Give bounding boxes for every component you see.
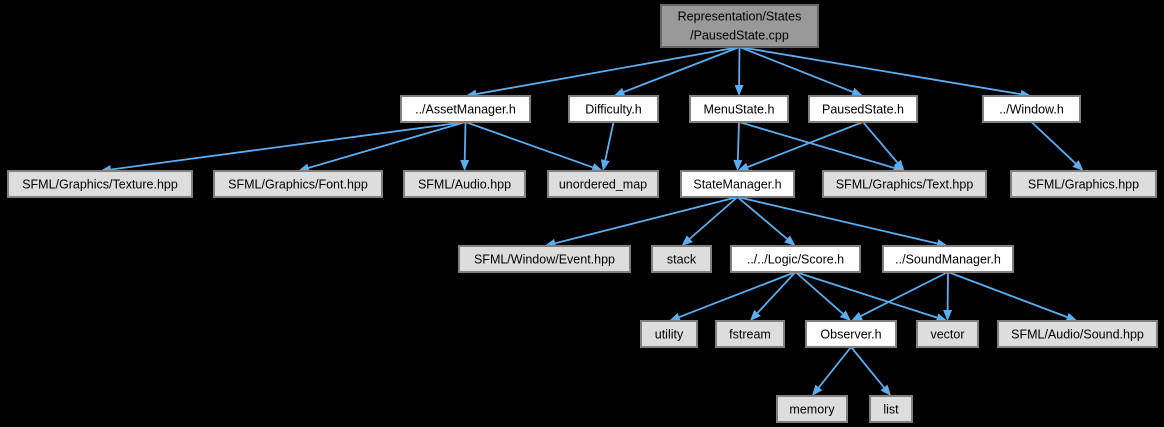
graph-node-graphics[interactable]: SFML/Graphics.hpp <box>1010 170 1157 198</box>
graph-node-texture[interactable]: SFML/Graphics/Texture.hpp <box>7 170 193 198</box>
node-box <box>568 95 659 123</box>
graph-node-vector[interactable]: vector <box>916 320 979 348</box>
node-box <box>805 320 897 348</box>
node-box <box>730 245 861 273</box>
graph-edge <box>460 121 470 171</box>
node-box <box>680 170 795 198</box>
graph-node-soundmanager[interactable]: ../SoundManager.h <box>882 245 1014 273</box>
graph-node-score[interactable]: ../../Logic/Score.h <box>730 245 861 273</box>
graph-node-statemanager[interactable]: StateManager.h <box>680 170 795 198</box>
node-box <box>869 395 913 423</box>
node-box <box>808 95 918 123</box>
graph-edges <box>100 46 1084 396</box>
node-box <box>822 170 987 198</box>
graph-edge <box>669 271 796 322</box>
graph-node-fstream[interactable]: fstream <box>715 320 785 348</box>
graph-node-list[interactable]: list <box>869 395 913 423</box>
node-box <box>403 170 526 198</box>
graph-nodes: Representation/States/PausedState.cpp ../… <box>7 4 1158 423</box>
node-box <box>776 395 848 423</box>
graph-edge <box>739 46 863 97</box>
node-box <box>7 170 193 198</box>
graph-node-event[interactable]: SFML/Window/Event.hpp <box>458 245 631 273</box>
graph-edge <box>795 271 948 322</box>
graph-edge <box>465 121 603 172</box>
node-box <box>882 245 1014 273</box>
node-box <box>715 320 785 348</box>
graph-node-text[interactable]: SFML/Graphics/Text.hpp <box>822 170 987 198</box>
graph-edge <box>738 121 905 173</box>
graph-node-root: Representation/States/PausedState.cpp <box>660 4 819 48</box>
graph-node-font[interactable]: SFML/Graphics/Font.hpp <box>213 170 383 198</box>
node-box <box>400 95 531 123</box>
graph-edge <box>943 271 953 321</box>
node-box <box>997 320 1158 348</box>
graph-node-memory[interactable]: memory <box>776 395 848 423</box>
graph-edge <box>100 121 466 174</box>
graph-edge <box>1030 121 1084 171</box>
graph-node-pausedstate[interactable]: PausedState.h <box>808 95 918 123</box>
node-box <box>1010 170 1157 198</box>
graph-node-assetmanager[interactable]: ../AssetManager.h <box>400 95 531 123</box>
graph-edge <box>734 46 744 96</box>
graph-edge <box>851 271 949 321</box>
graph-node-unordered_map[interactable]: unordered_map <box>547 170 659 198</box>
graph-edge <box>613 46 740 97</box>
graph-edge <box>947 271 1078 322</box>
node-box <box>213 170 383 198</box>
graph-edge <box>850 346 891 396</box>
graph-edge <box>739 46 1032 99</box>
graph-edge <box>600 121 615 171</box>
graph-edge <box>733 121 743 171</box>
node-box <box>547 170 659 198</box>
node-box <box>640 320 698 348</box>
graph-edge <box>862 121 905 171</box>
graph-node-utility[interactable]: utility <box>640 320 698 348</box>
graph-edge <box>736 196 796 246</box>
node-box <box>916 320 979 348</box>
graph-edge <box>465 46 740 99</box>
graph-node-difficulty[interactable]: Difficulty.h <box>568 95 659 123</box>
node-box <box>651 245 712 273</box>
node-box <box>660 4 819 48</box>
graph-edge <box>812 346 852 396</box>
graph-edge <box>681 196 739 246</box>
graph-edge <box>737 196 948 248</box>
graph-edge <box>750 271 797 321</box>
graph-node-menustate[interactable]: MenuState.h <box>689 95 789 123</box>
graph-node-observer[interactable]: Observer.h <box>805 320 897 348</box>
graph-edge <box>298 121 466 173</box>
graph-edge <box>794 271 851 321</box>
node-box <box>458 245 631 273</box>
node-box <box>689 95 789 123</box>
graph-node-audio[interactable]: SFML/Audio.hpp <box>403 170 526 198</box>
graph-node-stack[interactable]: stack <box>651 245 712 273</box>
graph-node-sound[interactable]: SFML/Audio/Sound.hpp <box>997 320 1158 348</box>
graph-edge <box>737 121 864 172</box>
node-box <box>982 95 1081 123</box>
graph-node-window[interactable]: ../Window.h <box>982 95 1081 123</box>
